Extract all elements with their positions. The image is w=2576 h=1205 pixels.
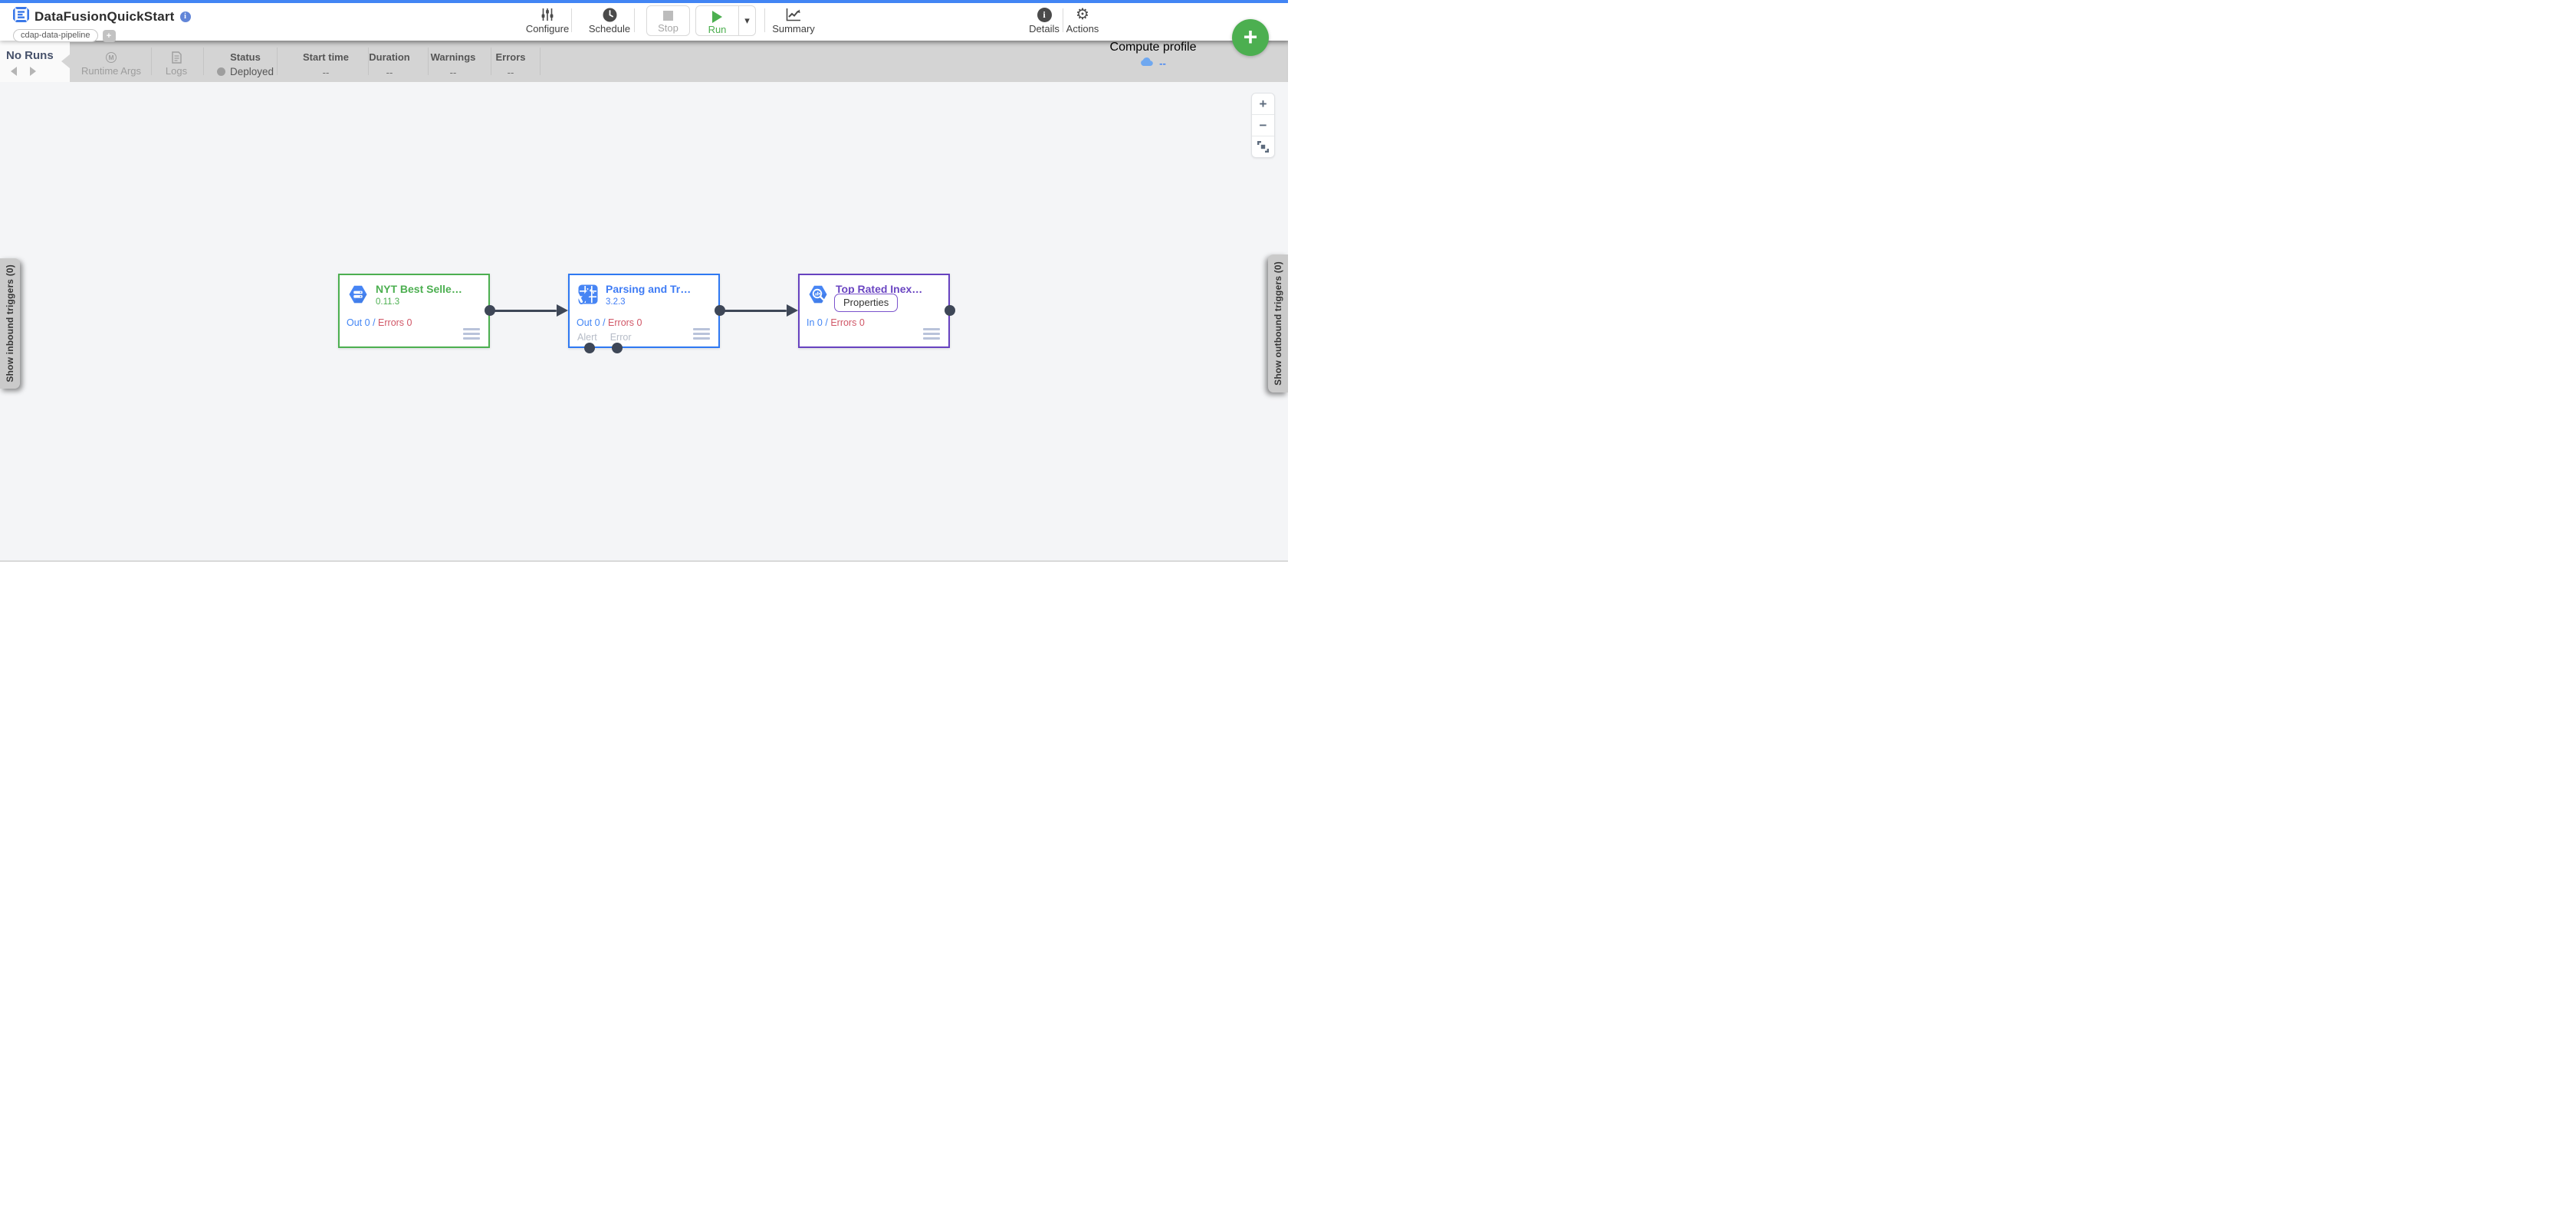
node-title: Top Rated Inex…	[836, 283, 923, 295]
gcs-source-icon	[347, 284, 369, 305]
header: DataFusionQuickStart i cdap-data-pipelin…	[0, 0, 1288, 42]
details-button[interactable]: i Details	[1029, 7, 1060, 34]
zoom-out-button[interactable]: −	[1252, 115, 1274, 136]
clock-icon	[585, 6, 634, 23]
node3-output-port[interactable]	[945, 305, 955, 316]
runs-bar-divider	[203, 48, 204, 75]
node2-error-port[interactable]	[612, 343, 623, 353]
duration-column: Duration --	[355, 41, 424, 78]
add-plugin-button[interactable]: +	[1232, 19, 1269, 56]
inbound-triggers-tab[interactable]: Show inbound triggers (0)	[0, 258, 20, 389]
node-version: 3.2.3	[606, 297, 626, 307]
cloud-icon	[1140, 57, 1154, 69]
cdap-logo-icon	[13, 7, 29, 26]
node-menu-icon[interactable]	[923, 326, 940, 340]
run-options-dropdown[interactable]: ▾	[744, 15, 750, 26]
node2-alert-port[interactable]	[584, 343, 595, 353]
fit-to-screen-button[interactable]	[1252, 136, 1274, 157]
node-title: NYT Best Selle…	[376, 283, 462, 295]
edge-arrowhead	[787, 304, 798, 317]
macro-icon: M	[106, 51, 117, 63]
zoom-in-button[interactable]: +	[1252, 94, 1274, 115]
runs-bar-divider	[428, 48, 429, 75]
page-title: DataFusionQuickStart	[34, 8, 175, 24]
node-menu-icon[interactable]	[693, 326, 710, 340]
duration-value: --	[386, 67, 393, 78]
edge-node1-node2	[490, 310, 557, 312]
actions-button[interactable]: ⚙ Actions	[1066, 6, 1099, 34]
node-top-rated-sink[interactable]: Top Rated Inex… Properties In 0 / Errors…	[798, 274, 950, 348]
document-icon	[142, 51, 211, 64]
error-port-label: Error	[610, 332, 632, 343]
info-icon: i	[1037, 7, 1052, 22]
warnings-column: Warnings --	[419, 41, 488, 78]
bigquery-sink-icon	[807, 284, 829, 305]
runtime-args-button[interactable]: M Runtime Args	[80, 51, 142, 77]
node-parsing-transform[interactable]: Parsing and Tr… 3.2.3 Out 0 / Errors 0 A…	[568, 274, 720, 348]
node-metrics: Out 0 / Errors 0	[347, 317, 412, 328]
play-icon	[712, 11, 722, 23]
wrangler-transform-icon	[576, 284, 599, 305]
node-metrics: Out 0 / Errors 0	[577, 317, 642, 328]
pipeline-canvas[interactable]: NYT Best Selle… 0.11.3 Out 0 / Errors 0	[0, 82, 1288, 562]
status-value: Deployed	[229, 66, 274, 77]
pipeline-info-icon[interactable]: i	[179, 11, 191, 22]
runs-bar-divider	[151, 48, 152, 75]
compute-profile-value: --	[1159, 57, 1166, 69]
warnings-value: --	[449, 67, 457, 78]
summary-button[interactable]: Summary	[767, 6, 820, 34]
toolbar-divider	[571, 8, 572, 32]
runs-bar-divider	[368, 48, 369, 75]
start-time-value: --	[322, 67, 330, 78]
node-menu-icon[interactable]	[463, 326, 480, 340]
errors-column: Errors --	[476, 41, 545, 78]
schedule-button[interactable]: Schedule	[585, 6, 634, 34]
no-runs-label: No Runs	[6, 49, 54, 62]
outbound-triggers-tab[interactable]: Show outbound triggers (0)	[1268, 254, 1288, 392]
pipeline-identity: DataFusionQuickStart i cdap-data-pipelin…	[13, 7, 191, 42]
start-time-column: Start time --	[291, 41, 360, 78]
stop-button[interactable]: Stop	[646, 5, 690, 36]
inbound-triggers-label: Show inbound triggers (0)	[5, 264, 15, 383]
next-run-arrow[interactable]	[30, 67, 36, 76]
bottom-strip	[0, 562, 1288, 602]
runs-bar: No Runs M Runtime Args Logs	[0, 41, 1288, 82]
run-button-group: Run ▾	[695, 5, 756, 36]
add-tag-button[interactable]: +	[102, 29, 116, 42]
status-dot-icon	[216, 67, 225, 76]
alert-port-label: Alert	[577, 332, 597, 343]
toolbar-divider	[634, 8, 635, 32]
node-title: Parsing and Tr…	[606, 283, 692, 295]
fit-to-screen-icon	[1257, 141, 1269, 153]
node-metrics: In 0 / Errors 0	[807, 317, 865, 328]
runs-bar-divider	[277, 48, 278, 75]
stop-icon	[663, 11, 673, 21]
top-accent-bar	[0, 0, 1288, 3]
previous-run-arrow[interactable]	[11, 67, 17, 76]
no-runs-panel: No Runs	[0, 41, 70, 82]
toolbar-divider	[764, 8, 765, 32]
sliders-icon	[523, 6, 572, 23]
pipeline-type-tag: cdap-data-pipeline	[13, 29, 98, 42]
configure-button[interactable]: Configure	[523, 6, 572, 34]
zoom-controls: + −	[1251, 93, 1275, 158]
run-button[interactable]: Run	[696, 6, 739, 35]
errors-value: --	[507, 67, 514, 78]
status-column: Status Deployed	[211, 41, 280, 77]
gear-icon: ⚙	[1076, 6, 1089, 23]
properties-button[interactable]: Properties	[834, 294, 899, 312]
compute-profile[interactable]: Compute profile --	[1109, 41, 1197, 69]
pipeline-studio: DataFusionQuickStart i cdap-data-pipelin…	[0, 0, 1288, 602]
outbound-triggers-label: Show outbound triggers (0)	[1273, 261, 1283, 386]
logs-button[interactable]: Logs	[142, 41, 211, 77]
edge-node2-node3	[720, 310, 787, 312]
node-version: 0.11.3	[376, 297, 400, 307]
chart-line-icon	[767, 6, 820, 23]
node-nyt-best-sellers[interactable]: NYT Best Selle… 0.11.3 Out 0 / Errors 0	[338, 274, 490, 348]
edge-arrowhead	[557, 304, 568, 317]
